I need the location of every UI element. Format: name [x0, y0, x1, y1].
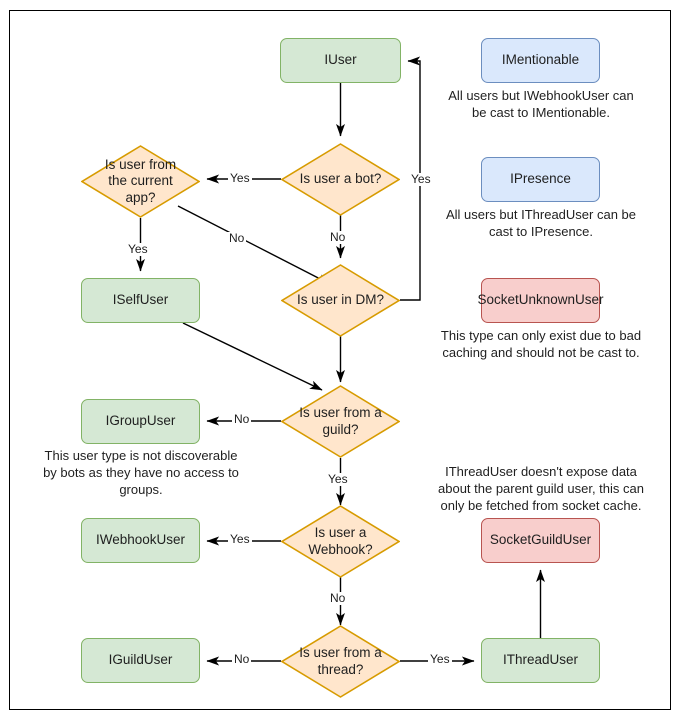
decision-is-user-a-webhook[interactable]: Is user a Webhook?	[281, 505, 400, 578]
edge-label-current-app-no: No	[227, 231, 247, 246]
decision-label: Is user from a guild?	[299, 405, 382, 437]
node-iuser[interactable]: IUser	[280, 38, 401, 83]
diamond-shape	[281, 625, 400, 698]
node-label: IPresence	[510, 171, 571, 187]
node-label: IGuildUser	[108, 652, 173, 668]
node-label: IGroupUser	[105, 413, 176, 429]
node-label: SocketUnknownUser	[477, 292, 604, 308]
node-label: IMentionable	[501, 52, 580, 68]
note-socketguilduser: IThreadUser doesn't expose data about th…	[438, 464, 644, 513]
note-socketunknownuser: This type can only exist due to bad cach…	[440, 328, 642, 360]
edge-label-is-bot-no: No	[328, 230, 348, 245]
note-imentionable: All users but IWebhookUser can be cast t…	[448, 88, 634, 120]
node-imentionable[interactable]: IMentionable	[481, 38, 600, 83]
decision-is-user-from-a-guild[interactable]: Is user from a guild?	[281, 385, 400, 458]
diamond-shape	[281, 264, 400, 337]
decision-is-user-from-a-thread[interactable]: Is user from a thread?	[281, 625, 400, 698]
node-label: IUser	[324, 52, 357, 68]
node-label: ISelfUser	[112, 292, 169, 308]
note-ipresence: All users but IThreadUser can be cast to…	[445, 207, 637, 239]
decision-label: Is user in DM?	[296, 292, 385, 308]
node-iwebhookuser[interactable]: IWebhookUser	[81, 518, 200, 563]
decision-label: Is user from the current app?	[104, 156, 177, 205]
decision-label: Is user a Webhook?	[308, 525, 373, 557]
edge-label-guild-yes: Yes	[326, 472, 350, 487]
edge-label-is-in-dm-yes: Yes	[409, 172, 433, 187]
node-iselfuser[interactable]: ISelfUser	[81, 278, 200, 323]
node-igroupuser[interactable]: IGroupUser	[81, 399, 200, 444]
node-label: IThreadUser	[502, 652, 579, 668]
edge-label-thread-no: No	[232, 652, 252, 667]
node-socketguilduser[interactable]: SocketGuildUser	[481, 518, 600, 563]
diamond-shape	[281, 505, 400, 578]
decision-is-user-from-current-app[interactable]: Is user from the current app?	[81, 145, 200, 218]
note-igroupuser: This user type is not discoverable by bo…	[43, 448, 239, 497]
diamond-shape	[81, 145, 200, 218]
edge-label-thread-yes: Yes	[428, 652, 452, 667]
diamond-shape	[281, 143, 400, 216]
diamond-shape	[281, 385, 400, 458]
node-label: SocketGuildUser	[489, 532, 592, 548]
node-socketunknownuser[interactable]: SocketUnknownUser	[477, 278, 604, 323]
decision-label: Is user from a thread?	[299, 645, 382, 677]
decision-label: Is user a bot?	[299, 171, 382, 187]
edge-label-webhook-no: No	[328, 591, 348, 606]
decision-is-user-in-dm[interactable]: Is user in DM?	[281, 264, 400, 337]
edge-label-is-bot-yes: Yes	[228, 171, 252, 186]
edge-label-guild-no: No	[232, 412, 252, 427]
node-ithreaduser[interactable]: IThreadUser	[481, 638, 600, 683]
node-iguilduser[interactable]: IGuildUser	[81, 638, 200, 683]
edge-label-webhook-yes: Yes	[228, 532, 252, 547]
decision-is-user-a-bot[interactable]: Is user a bot?	[281, 143, 400, 216]
edge-label-current-app-yes: Yes	[126, 242, 150, 257]
node-ipresence[interactable]: IPresence	[481, 157, 600, 202]
node-label: IWebhookUser	[95, 532, 186, 548]
